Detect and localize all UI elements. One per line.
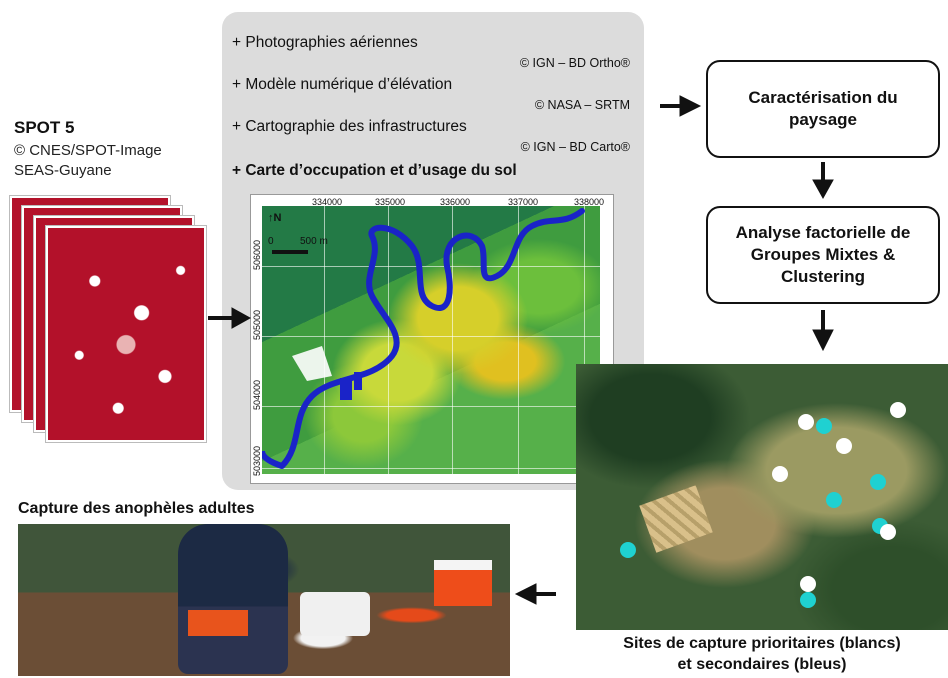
water-body bbox=[340, 378, 352, 400]
map-grid-line bbox=[262, 468, 600, 469]
map-grid-line bbox=[518, 206, 519, 474]
map-grid-line bbox=[262, 406, 600, 407]
box-factor-analysis-label: Analyse factorielle de Groupes Mixtes & … bbox=[735, 222, 911, 287]
urban-area bbox=[292, 346, 332, 381]
sites-caption-line-1: Sites de capture prioritaires (blancs) bbox=[623, 635, 901, 652]
north-arrow-icon: ↑ bbox=[268, 212, 274, 224]
map-grid-line bbox=[262, 266, 600, 267]
box-landscape-characterization: Caractérisation du paysage bbox=[706, 60, 940, 158]
map-grid-line bbox=[262, 336, 600, 337]
site-primary-dot bbox=[836, 438, 852, 454]
land-use-map: ↑N 0 500 m bbox=[262, 206, 600, 474]
aerial-photo-sites bbox=[576, 364, 948, 630]
map-x-tick: 337000 bbox=[508, 197, 539, 207]
site-primary-dot bbox=[798, 414, 814, 430]
site-secondary-dot bbox=[800, 592, 816, 608]
map-x-tick: 335000 bbox=[375, 197, 406, 207]
box-landscape-label: Caractérisation du paysage bbox=[748, 87, 898, 129]
site-secondary-dot bbox=[620, 542, 636, 558]
box-factor-analysis: Analyse factorielle de Groupes Mixtes & … bbox=[706, 206, 940, 304]
water-body bbox=[354, 372, 362, 390]
north-label: N bbox=[273, 212, 282, 224]
arrow-afm-to-sites-head bbox=[812, 329, 834, 352]
river-path bbox=[262, 450, 283, 469]
spot-title: SPOT 5 bbox=[14, 118, 75, 137]
map-grid-line bbox=[324, 206, 325, 474]
dataset-infrastructure-credit: © IGN – BD Carto® bbox=[520, 140, 630, 154]
field-person bbox=[178, 524, 288, 674]
arrow-panel-to-landscape-head bbox=[679, 95, 702, 117]
dataset-aerial-photos: + Photographies aériennes bbox=[232, 34, 418, 51]
map-grid-line bbox=[388, 206, 389, 474]
dataset-infrastructure: + Cartographie des infrastructures bbox=[232, 118, 467, 135]
dataset-elevation-credit: © NASA – SRTM bbox=[534, 98, 630, 112]
site-secondary-dot bbox=[870, 474, 886, 490]
river-overlay bbox=[262, 208, 585, 469]
dataset-land-use-map: + Carte d’occupation et d’usage du sol bbox=[232, 162, 517, 179]
map-grid-line bbox=[452, 206, 453, 474]
spot-credit-seas: SEAS-Guyane bbox=[14, 162, 112, 179]
scale-zero: 0 bbox=[268, 236, 274, 247]
satellite-image-4 bbox=[46, 226, 206, 442]
sites-caption-line-2: et secondaires (bleus) bbox=[677, 655, 847, 673]
map-x-tick: 336000 bbox=[440, 197, 471, 207]
site-secondary-dot bbox=[826, 492, 842, 508]
sites-caption: Sites de capture prioritaires (blancs) e… bbox=[576, 634, 948, 676]
site-primary-dot bbox=[800, 576, 816, 592]
orange-stool-right bbox=[434, 560, 492, 606]
map-grid-line bbox=[584, 206, 585, 474]
capture-title: Capture des anophèles adultes bbox=[18, 500, 255, 517]
spot-credit-cnes: © CNES/SPOT-Image bbox=[14, 142, 162, 159]
arrow-landscape-to-afm-head bbox=[812, 179, 834, 200]
orange-stool-left bbox=[188, 610, 248, 636]
site-secondary-dot bbox=[816, 418, 832, 434]
collection-box bbox=[300, 592, 370, 636]
river-path bbox=[279, 208, 585, 469]
map-x-tick: 338000 bbox=[574, 197, 605, 207]
dataset-aerial-credit: © IGN – BD Ortho® bbox=[519, 56, 630, 70]
arrow-spot-to-panel-head bbox=[231, 307, 252, 329]
north-arrow: ↑N bbox=[268, 212, 281, 224]
scale-bar bbox=[272, 250, 308, 254]
dataset-elevation-model: + Modèle numérique d’élévation bbox=[232, 76, 453, 93]
site-primary-dot bbox=[880, 524, 896, 540]
site-primary-dot bbox=[772, 466, 788, 482]
arrow-sites-to-capture-head bbox=[514, 583, 537, 605]
map-x-tick: 334000 bbox=[312, 197, 343, 207]
field-capture-photo bbox=[18, 524, 510, 676]
site-primary-dot bbox=[890, 402, 906, 418]
scale-label: 500 m bbox=[300, 236, 328, 247]
